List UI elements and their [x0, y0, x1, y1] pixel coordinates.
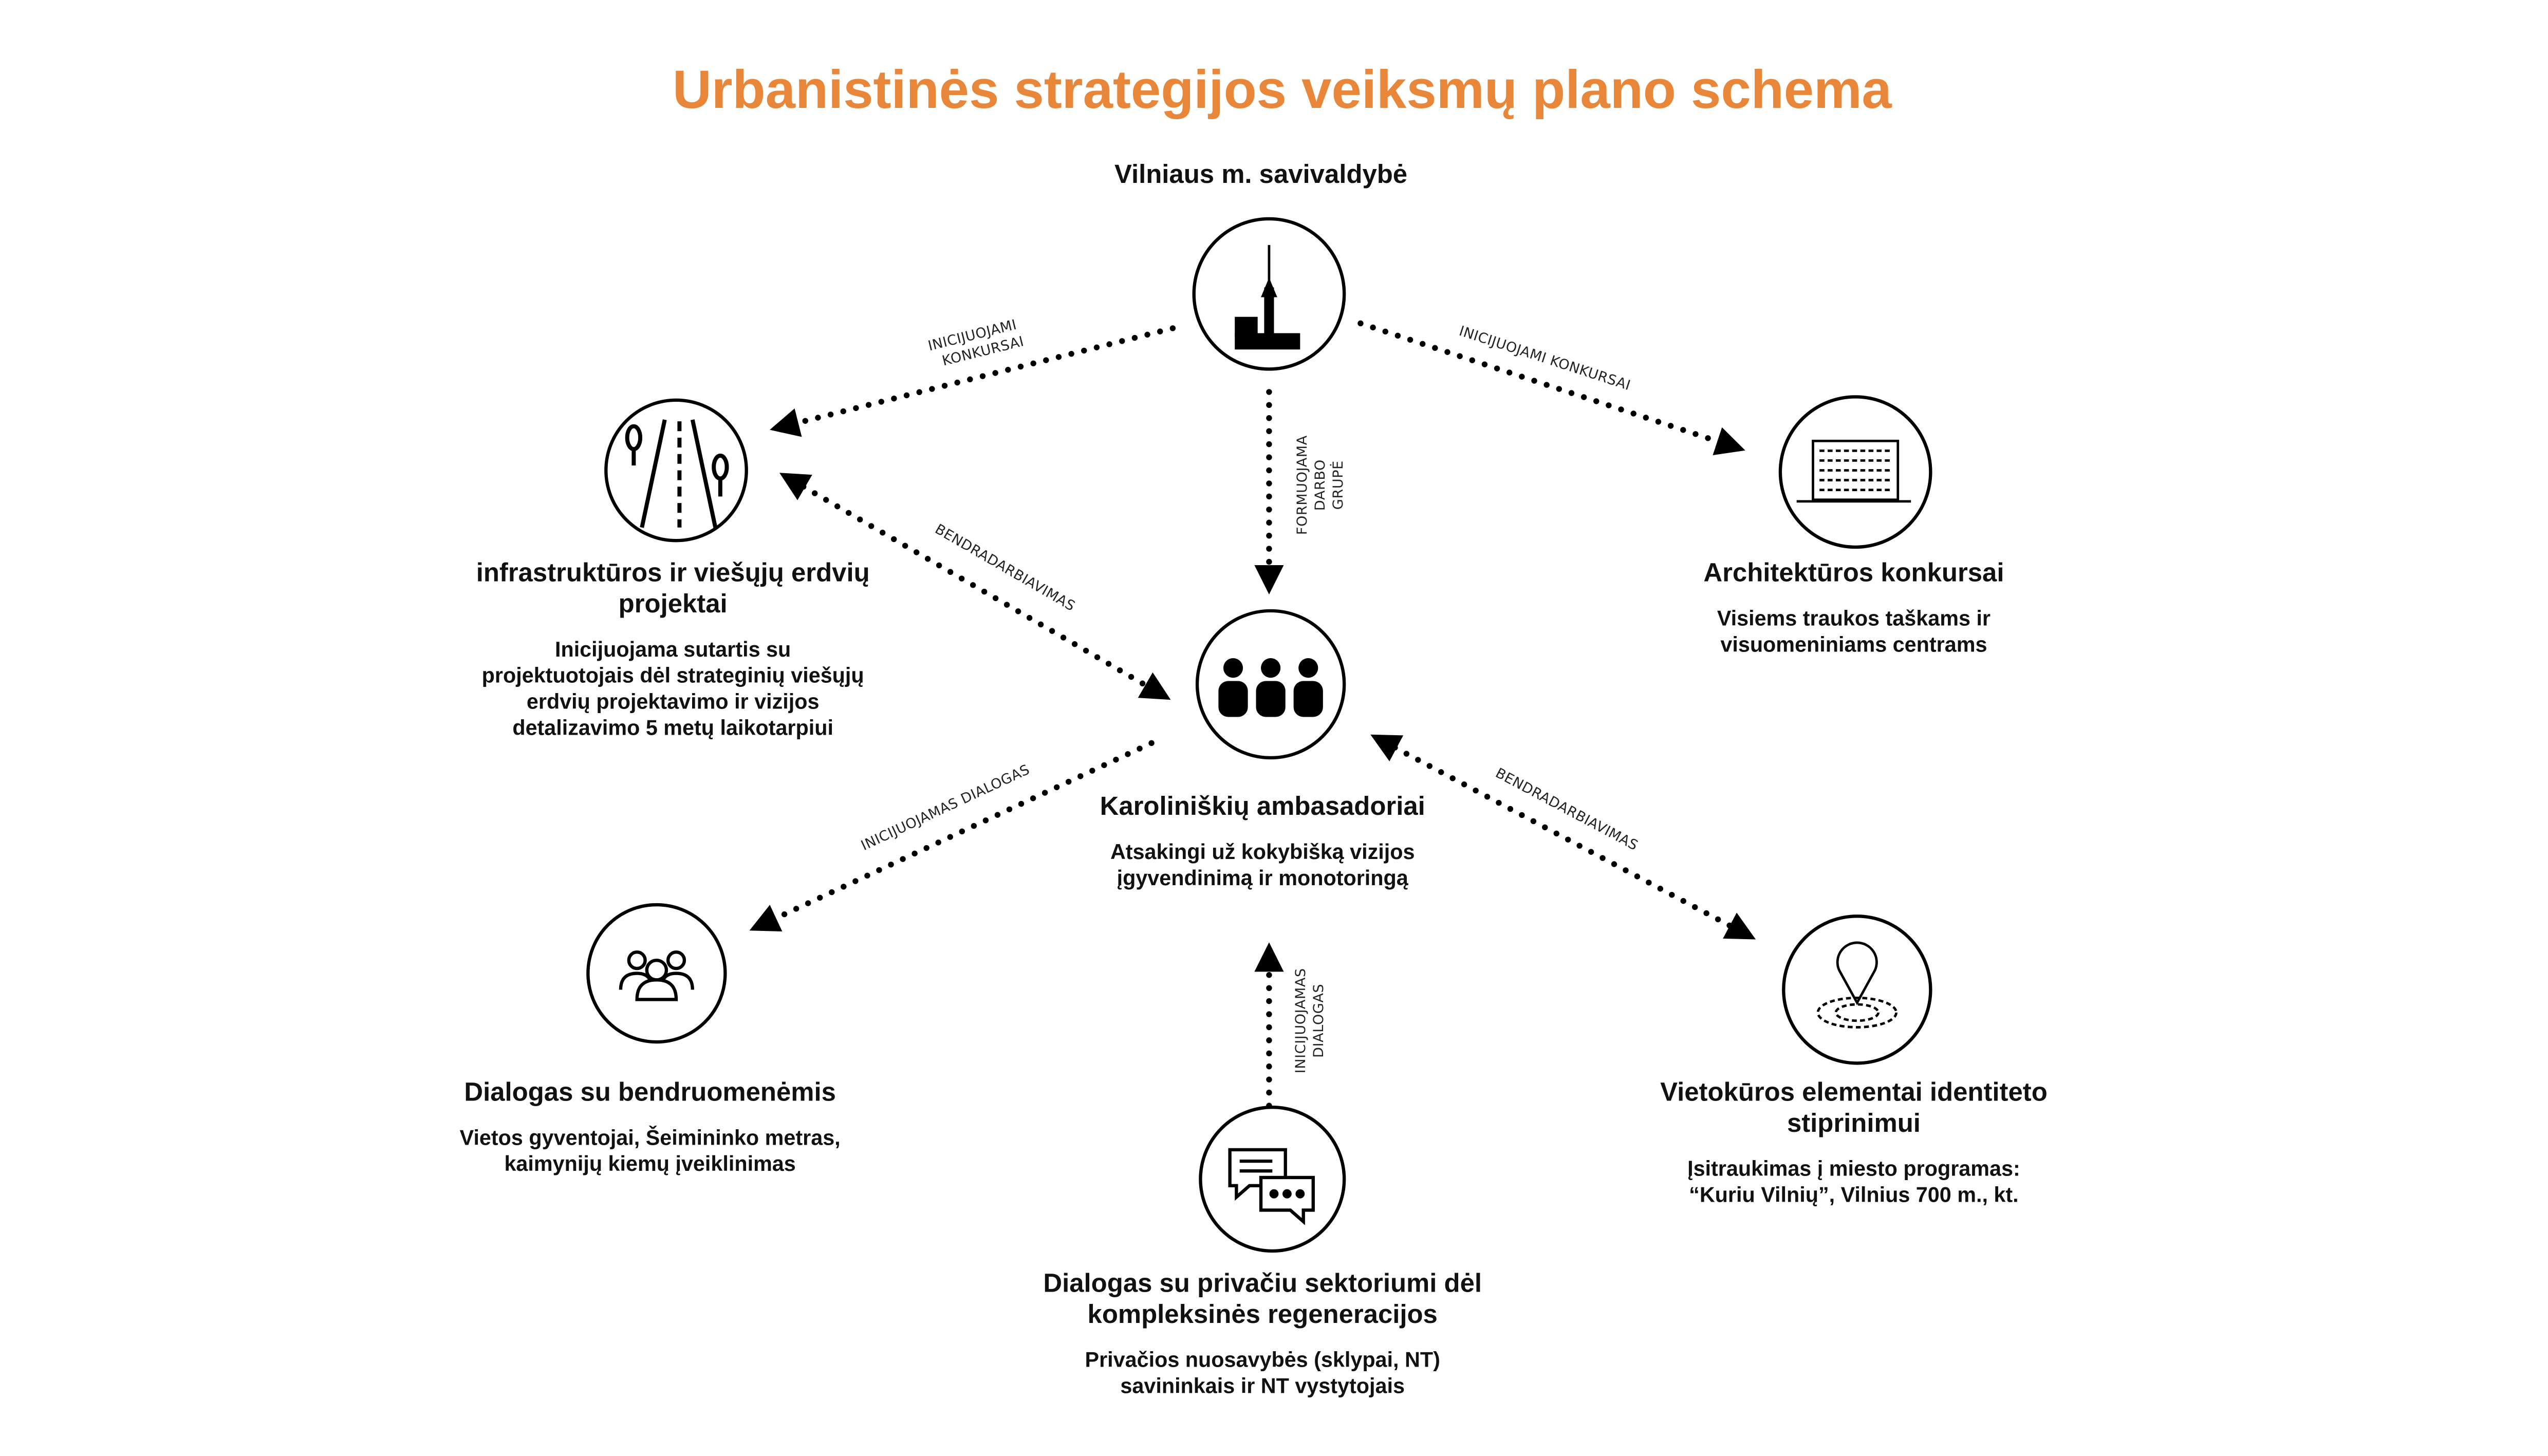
arrow-to-infra	[770, 325, 1176, 437]
community-icon	[619, 950, 694, 1001]
edge-label: DARBO	[1312, 459, 1328, 511]
node-title: Dialogas su bendruomenėmis	[464, 1079, 836, 1108]
edge-label: BENDRADARBIAVIMAS	[932, 521, 1078, 614]
node-desc-line: “Kuriu Vilnių”, Vilnius 700 m., kt.	[1689, 1182, 2019, 1207]
node-title-line: infrastruktūros ir viešųjų erdvių	[476, 560, 870, 588]
node-text-vietokura: Vietokūros elementai identiteto stiprini…	[1660, 1078, 2048, 1208]
edge-label: FORMUOJAMA	[1294, 435, 1310, 535]
node-desc-line: Privačios nuosavybės (sklypai, NT)	[1085, 1347, 1440, 1372]
node-bendruomenes	[586, 903, 727, 1044]
page-title: Urbanistinės strategijos veiksmų plano s…	[672, 59, 1892, 120]
node-text-ambasadoriai: Karoliniškių ambasadoriai Atsakingi už k…	[1100, 792, 1425, 892]
svg-text:INICIJUOJAMIKONKURSAI: INICIJUOJAMIKONKURSAI	[926, 316, 1026, 371]
arrow-ambasadoriai-vietokura	[1370, 734, 1756, 940]
edge-label: INICIJUOJAMAS	[1293, 968, 1309, 1073]
node-desc-line: erdvių projektavimo ir vizijos	[526, 689, 820, 714]
people-icon	[1218, 658, 1323, 717]
edge-label: INICIJUOJAMAS DIALOGAS	[859, 761, 1032, 854]
edge-label: DIALOGAS	[1311, 984, 1327, 1058]
node-desc-line: Visiems traukos taškams ir	[1717, 606, 1991, 631]
node-title-line: stiprinimui	[1787, 1110, 1921, 1138]
node-desc-line: Inicijuojama sutartis su	[554, 637, 791, 662]
node-title-line: projektai	[618, 591, 728, 619]
node-desc-line: projektuotojais dėl strateginių viešųjų	[481, 663, 864, 688]
node-title-savivaldybe: Vilniaus m. savivaldybė	[1114, 161, 1408, 190]
node-text-architektura: Architektūros konkursai Visiems traukos …	[1703, 558, 2004, 658]
node-title-line: Vietokūros elementai identiteto	[1660, 1079, 2048, 1108]
node-desc-line: Vietos gyventojai, Šeimininko metras,	[459, 1125, 841, 1150]
node-text-privatus: Dialogas su privačiu sektoriumi dėl komp…	[1043, 1269, 1482, 1399]
node-desc-line: savininkais ir NT vystytojais	[1120, 1373, 1405, 1398]
road-icon	[625, 419, 729, 528]
location-pin-icon	[1816, 941, 1898, 1029]
building-icon	[1796, 439, 1911, 503]
node-title: Karoliniškių ambasadoriai	[1100, 793, 1425, 822]
arrow-to-bendruomenes	[749, 740, 1155, 932]
node-desc-line: detalizavimo 5 metų laikotarpiui	[512, 715, 833, 740]
node-text-bendruomenes: Dialogas su bendruomenėmis Vietos gyvent…	[460, 1078, 841, 1178]
node-title: Architektūros konkursai	[1703, 560, 2004, 588]
node-title-line: Dialogas su privačiu sektoriumi dėl	[1043, 1271, 1482, 1299]
arrow-infra-ambasadoriai	[779, 473, 1171, 700]
node-desc-line: Atsakingi už kokybišką vizijos	[1110, 839, 1415, 864]
edge-label: GRUPĖ	[1330, 460, 1346, 510]
node-architektura	[1778, 395, 1932, 549]
node-desc-line: Įsitraukimas į miesto programas:	[1687, 1156, 2020, 1181]
node-desc-line: kaimynijų kiemų įveiklinimas	[504, 1151, 796, 1176]
node-desc-line: visuomeniniams centrams	[1720, 632, 1987, 657]
arrow-to-architektura	[1357, 320, 1745, 456]
node-text-infra: infrastruktūros ir viešųjų erdvių projek…	[476, 558, 870, 741]
node-vietokura	[1782, 914, 1932, 1065]
node-title-line: kompleksinės regeneracijos	[1087, 1301, 1438, 1330]
tv-tower-icon	[1235, 245, 1300, 350]
chat-icon	[1228, 1148, 1315, 1225]
node-desc-line: įgyvendinimą ir monotoringą	[1117, 865, 1408, 890]
